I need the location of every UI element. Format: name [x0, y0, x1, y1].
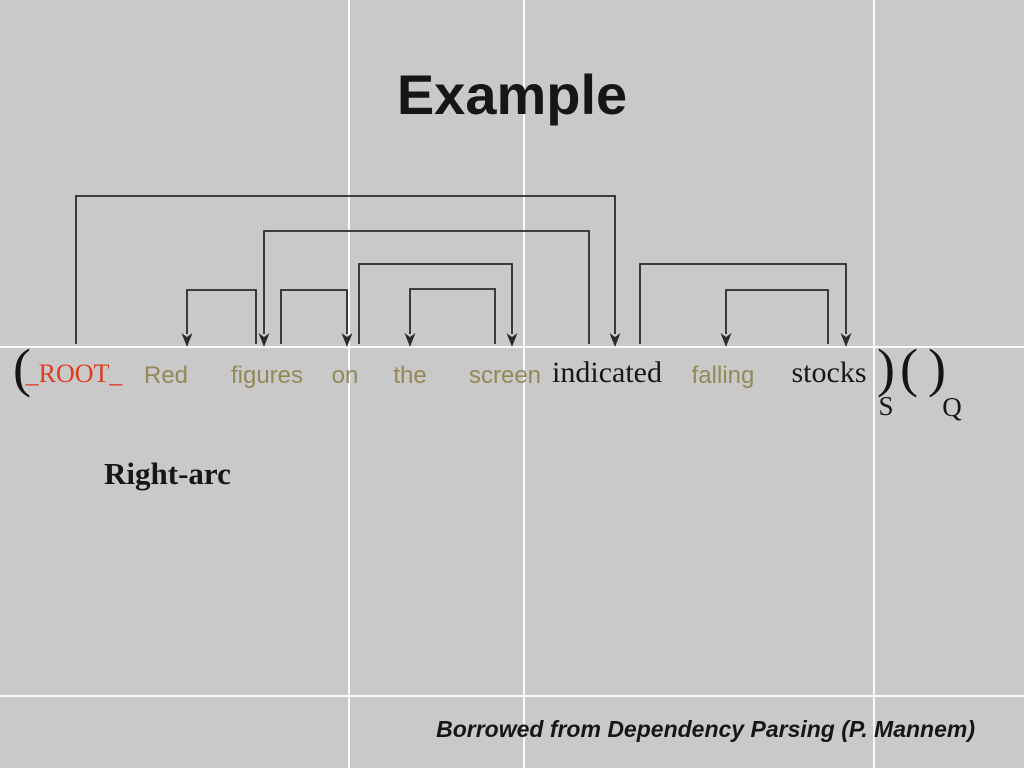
- footer-credit: Borrowed from Dependency Parsing (P. Man…: [436, 716, 975, 742]
- stack-open-bracket: (: [13, 338, 31, 398]
- token-the: the: [393, 362, 427, 389]
- arrowhead-icon: [404, 333, 416, 347]
- gridline-vertical-1: [348, 0, 350, 768]
- arc-indicated-figures: [263, 230, 590, 344]
- token-figures: figures: [230, 362, 304, 389]
- arc-figures-on: [280, 289, 348, 344]
- queue-close-bracket: ): [928, 338, 946, 398]
- arrowhead-icon: [341, 333, 353, 347]
- arrowhead-icon: [840, 333, 852, 347]
- token-root: _ROOT_: [25, 359, 123, 388]
- arrowhead-icon: [181, 333, 193, 347]
- arc-indicated-stocks: [639, 263, 847, 344]
- arc-screen-the: [409, 288, 496, 344]
- queue-label: Q: [942, 392, 962, 422]
- token-falling: falling: [691, 362, 755, 389]
- arrowhead-icon: [506, 333, 518, 347]
- arrowhead-icon: [720, 333, 732, 347]
- arc-stocks-falling: [725, 289, 829, 344]
- stack-close-bracket: ): [877, 338, 895, 398]
- token-red: Red: [143, 362, 189, 389]
- gridline-vertical-2: [523, 0, 525, 768]
- slide-title: Example: [396, 63, 628, 126]
- token-indicated: indicated: [552, 356, 662, 389]
- queue-open-bracket: (: [900, 338, 918, 398]
- token-on: on: [331, 362, 359, 389]
- arc-figures-red: [186, 289, 257, 344]
- token-screen: screen: [468, 362, 542, 389]
- arrowhead-icon: [258, 333, 270, 347]
- gridline-vertical-3: [873, 0, 875, 768]
- operation-label: Right-arc: [104, 456, 231, 491]
- arc-root-indicated: [75, 195, 616, 344]
- arc-on-screen: [358, 263, 513, 344]
- gridline-horizontal-2: [0, 695, 1024, 697]
- arrowhead-icon: [609, 333, 621, 347]
- token-stocks: stocks: [791, 356, 867, 389]
- stack-label: S: [878, 391, 894, 421]
